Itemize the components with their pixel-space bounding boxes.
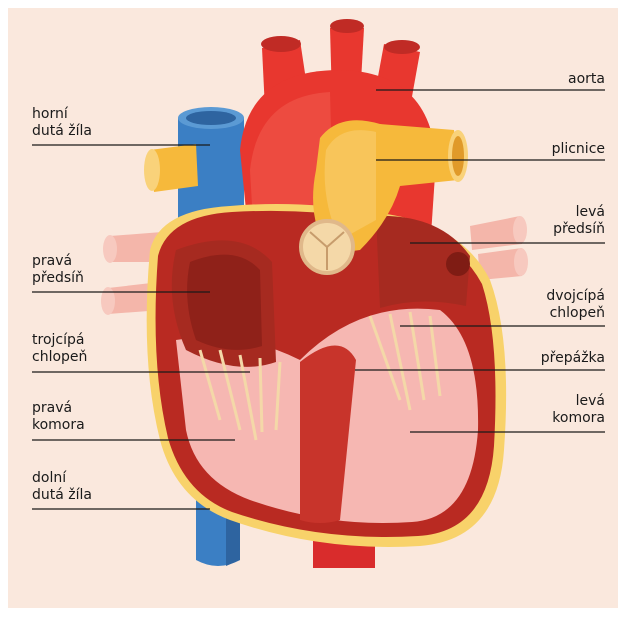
label-leva-komora-line1: levá — [552, 393, 605, 410]
label-dolni-duta-zila: dolní dutá žíla — [32, 470, 92, 504]
label-leva-komora-line2: komora — [552, 410, 605, 427]
label-prava-komora: pravá komora — [32, 400, 85, 434]
label-leva-predsin: levá předsíň — [553, 204, 605, 238]
label-prepazka: přepážka — [541, 350, 605, 367]
label-plicnice-text: plicnice — [552, 141, 605, 158]
label-prava-predsin-line2: předsíň — [32, 270, 84, 287]
label-horni-duta-zila-line2: dutá žíla — [32, 123, 92, 140]
label-dvojcipa-chlopen-line1: dvojcípá — [546, 288, 605, 305]
label-trojcipa-chlopen-line1: trojcípá — [32, 332, 87, 349]
label-trojcipa-chlopen-line2: chlopeň — [32, 349, 87, 366]
label-leva-predsin-line1: levá — [553, 204, 605, 221]
label-trojcipa-chlopen: trojcípá chlopeň — [32, 332, 87, 366]
label-leva-predsin-line2: předsíň — [553, 221, 605, 238]
label-prava-predsin: pravá předsíň — [32, 253, 84, 287]
label-plicnice: plicnice — [552, 141, 605, 158]
label-prava-predsin-line1: pravá — [32, 253, 84, 270]
label-dvojcipa-chlopen: dvojcípá chlopeň — [546, 288, 605, 322]
label-dolni-duta-zila-line2: dutá žíla — [32, 487, 92, 504]
label-prepazka-text: přepážka — [541, 350, 605, 367]
label-prava-komora-line2: komora — [32, 417, 85, 434]
label-dolni-duta-zila-line1: dolní — [32, 470, 92, 487]
label-horni-duta-zila-line1: horní — [32, 106, 92, 123]
label-horni-duta-zila: horní dutá žíla — [32, 106, 92, 140]
label-aorta: aorta — [568, 71, 605, 88]
label-dvojcipa-chlopen-line2: chlopeň — [546, 305, 605, 322]
label-aorta-text: aorta — [568, 71, 605, 88]
label-leva-komora: levá komora — [552, 393, 605, 427]
label-prava-komora-line1: pravá — [32, 400, 85, 417]
